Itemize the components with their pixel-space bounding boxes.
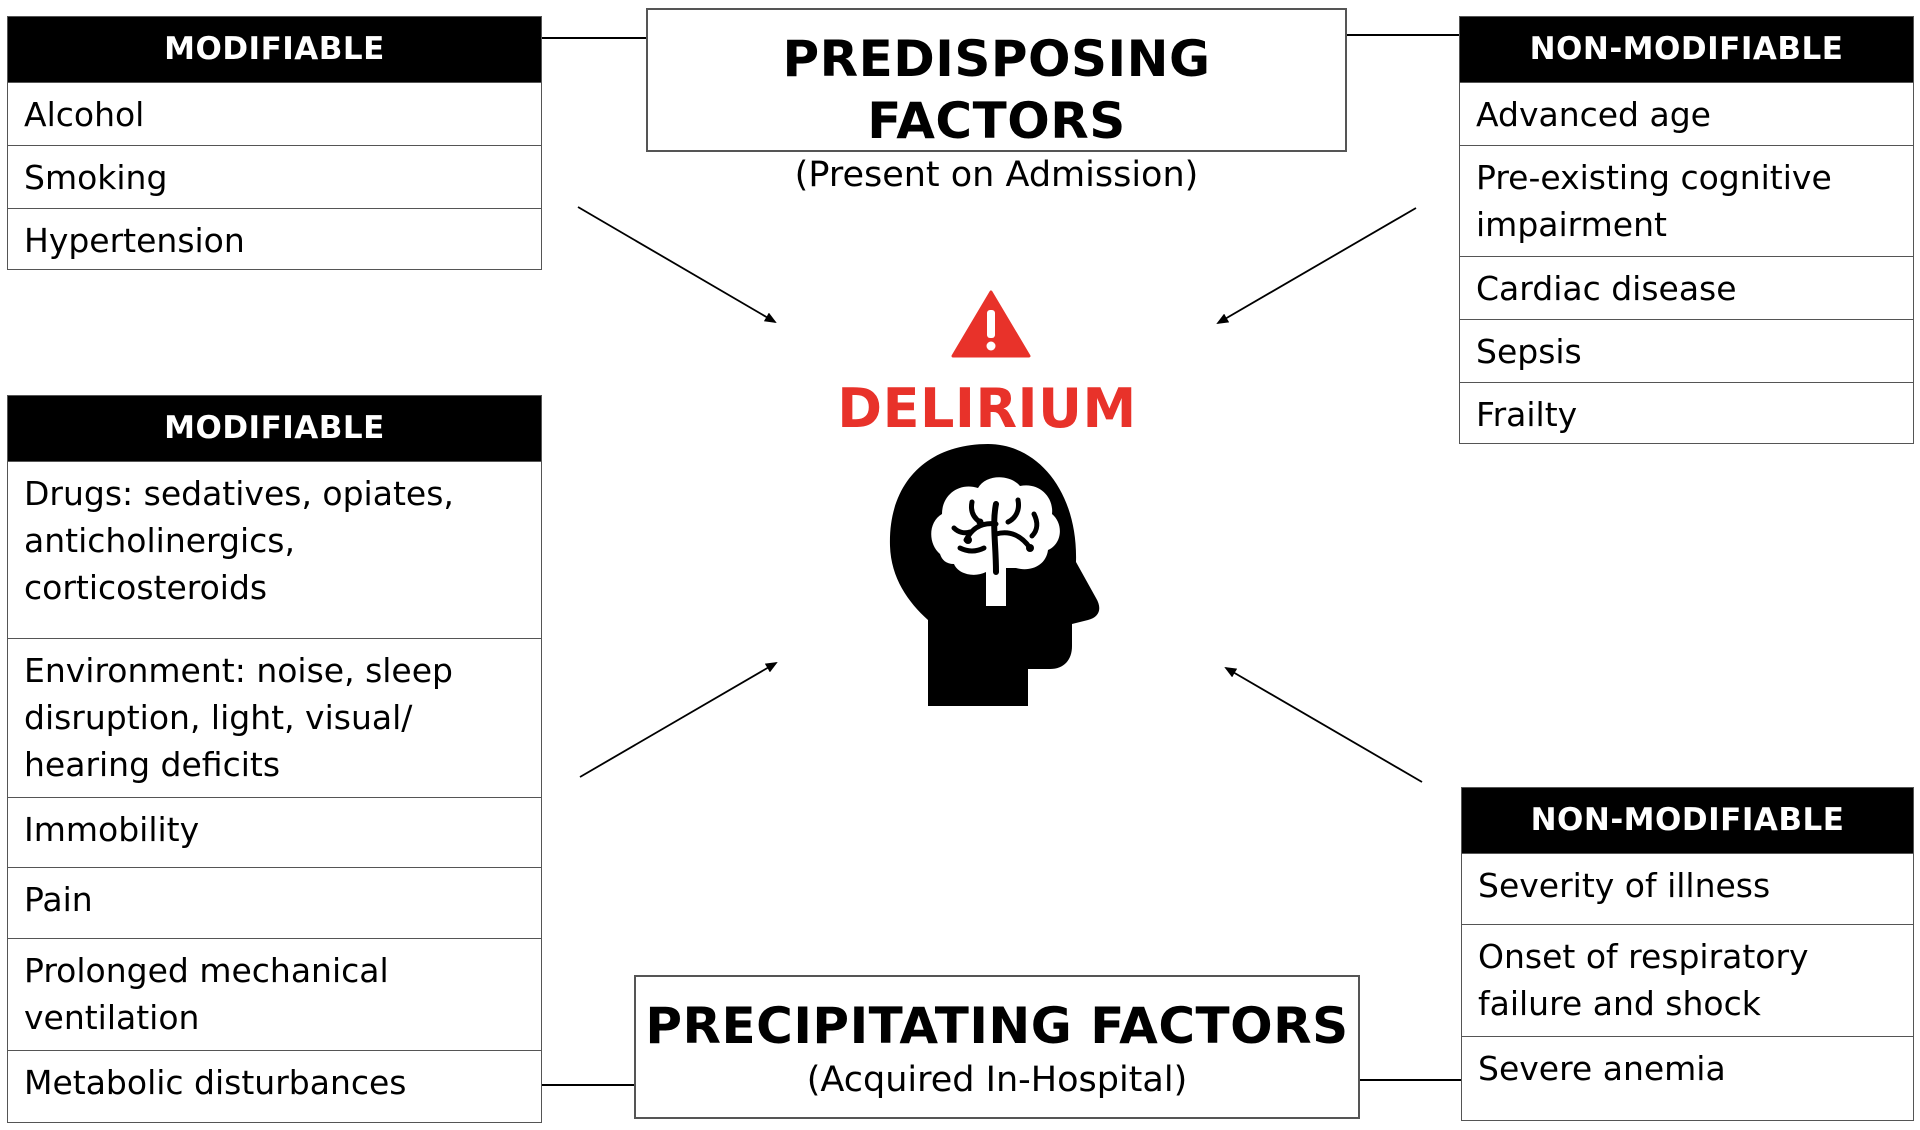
warning-triangle-icon xyxy=(951,290,1031,358)
precipitating-modifiable-panel: MODIFIABLE Drugs: sedatives, opiates, an… xyxy=(7,395,542,1123)
list-item: Pain xyxy=(8,867,541,938)
delirium-label: DELIRIUM xyxy=(837,377,1137,440)
list-item: Onset of respiratory failure and shock xyxy=(1462,924,1913,1036)
list-item: Severe anemia xyxy=(1462,1036,1913,1120)
precipitating-title: PRECIPITATING FACTORS xyxy=(645,997,1349,1055)
panel-header: NON-MODIFIABLE xyxy=(1460,17,1913,82)
arrow xyxy=(577,206,777,324)
list-item: Pre-existing cognitive impairment xyxy=(1460,145,1913,256)
panel-header: NON-MODIFIABLE xyxy=(1462,788,1913,853)
predisposing-modifiable-panel: MODIFIABLE Alcohol Smoking Hypertension xyxy=(7,16,542,270)
precipitating-subtitle: (Acquired In-Hospital) xyxy=(806,1060,1188,1100)
list-item: Hypertension xyxy=(8,208,541,271)
list-item: Prolonged mechanical ventilation xyxy=(8,938,541,1050)
predisposing-subtitle: (Present on Admission) xyxy=(794,155,1199,195)
list-item: Metabolic disturbances xyxy=(8,1050,541,1119)
precipitating-non-modifiable-panel: NON-MODIFIABLE Severity of illness Onset… xyxy=(1461,787,1914,1121)
arrow xyxy=(1224,666,1423,783)
predisposing-factors-box: PREDISPOSING FACTORS (Present on Admissi… xyxy=(646,8,1347,195)
predisposing-title: PREDISPOSING FACTORS xyxy=(782,30,1211,150)
precipitating-factors-box: PRECIPITATING FACTORS (Acquired In-Hospi… xyxy=(634,975,1360,1119)
panel-header: MODIFIABLE xyxy=(8,396,541,461)
list-item: Cardiac disease xyxy=(1460,256,1913,319)
list-item: Alcohol xyxy=(8,82,541,145)
head-brain-icon xyxy=(889,444,1100,706)
list-item: Smoking xyxy=(8,145,541,208)
list-item: Immobility xyxy=(8,797,541,867)
list-item: Environment: noise, sleep disruption, li… xyxy=(8,638,541,797)
list-item: Sepsis xyxy=(1460,319,1913,382)
list-item: Frailty xyxy=(1460,382,1913,445)
list-item: Drugs: sedatives, opiates, anticholinerg… xyxy=(8,461,541,638)
predisposing-non-modifiable-panel: NON-MODIFIABLE Advanced age Pre-existing… xyxy=(1459,16,1914,444)
arrow xyxy=(1216,207,1417,325)
list-item: Severity of illness xyxy=(1462,853,1913,924)
panel-header: MODIFIABLE xyxy=(8,17,541,82)
arrow xyxy=(579,661,778,778)
list-item: Advanced age xyxy=(1460,82,1913,145)
